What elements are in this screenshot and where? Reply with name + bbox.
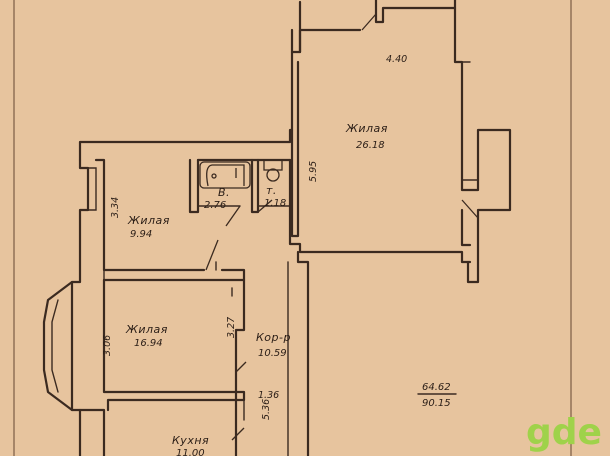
room-area-corridor: 10.59 (258, 348, 287, 359)
dim-large-room-height: 5.95 (308, 161, 319, 182)
dim-mid-room-height: 3.06 (102, 335, 113, 356)
dim-small-room-height: 3.34 (110, 197, 121, 218)
room-name-bath: В. (218, 186, 230, 199)
room-name-living-mid: Жилая (125, 323, 168, 336)
room-area-living-small: 9.94 (130, 229, 152, 240)
room-name-kitchen: Кухня (172, 434, 209, 447)
door-large-room (461, 199, 479, 219)
total-area: 90.15 (422, 398, 451, 409)
door-bath (225, 205, 241, 227)
bathtub-inner-icon (206, 164, 245, 187)
room-area-living-large: 26.18 (356, 140, 385, 151)
bathtub-icon (199, 161, 251, 189)
toilet-bowl-icon (266, 168, 280, 182)
room-labels: Жилая 26.18 Жилая 9.94 В. 2.76 т. 1.18 Ж… (125, 122, 457, 456)
fixtures (199, 61, 479, 189)
watermark-logo: gde (526, 412, 602, 453)
doors (205, 13, 479, 441)
dim-corridor-width: 1.36 (258, 390, 279, 401)
dimension-labels: 4.40 5.95 3.34 3.06 3.27 1.36 5.36 (102, 54, 407, 420)
toilet-icon (263, 159, 283, 171)
drain-icon (211, 173, 217, 179)
room-area-bath: 2.76 (204, 200, 226, 211)
door-small-room (205, 239, 219, 271)
room-area-kitchen: 11.00 (176, 448, 205, 456)
door-top (361, 13, 377, 31)
dim-corridor-length: 5.36 (261, 399, 272, 420)
room-area-toilet: 1.18 (264, 198, 286, 209)
door-toilet (257, 199, 273, 213)
room-name-corridor: Кор-р (256, 331, 291, 344)
room-name-living-large: Жилая (345, 122, 388, 135)
inner-walls (78, 60, 472, 456)
living-area-total: 64.62 (422, 382, 451, 393)
door-kitchen (231, 427, 245, 441)
door-mid-room (235, 361, 247, 373)
dim-mid-room-right: 3.27 (226, 317, 237, 338)
room-name-toilet: т. (266, 184, 277, 197)
dim-top-room-width: 4.40 (386, 54, 407, 65)
room-name-living-small: Жилая (127, 214, 170, 227)
room-area-living-mid: 16.94 (134, 338, 163, 349)
